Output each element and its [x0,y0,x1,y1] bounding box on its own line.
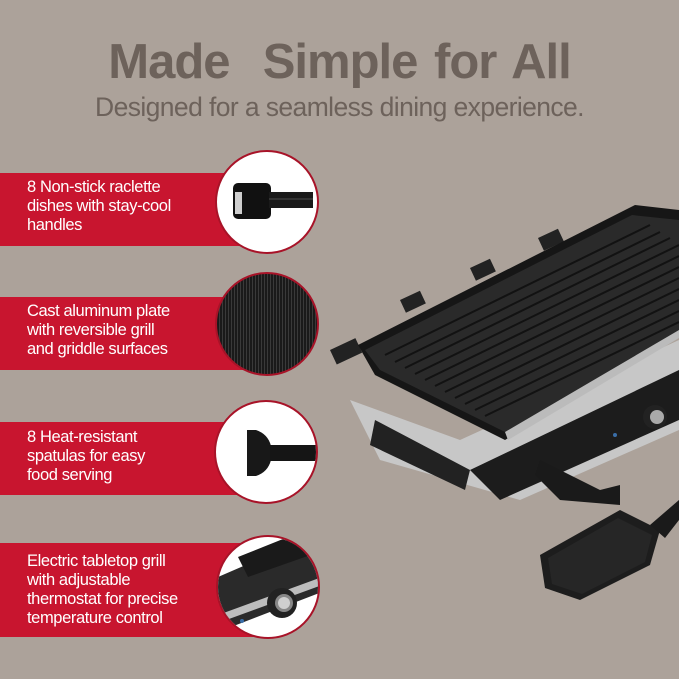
feature-line: Cast aluminum plate [27,302,170,320]
feature-line: Electric tabletop grill [27,552,166,570]
feature-text-2: Cast aluminum plate with reversible gril… [27,302,170,359]
feature-line: with adjustable [27,571,131,589]
feature-line: thermostat for precise [27,590,178,608]
feature-text-4: Electric tabletop grill with adjustable … [27,552,178,628]
feature-line: dishes with stay-cool [27,197,171,215]
raclette-grill-product-image [330,205,679,600]
spatula-icon [214,400,318,504]
feature-line: spatulas for easy [27,447,145,465]
raclette-dish-icon [215,150,319,254]
grill-plate-texture-icon [215,272,319,376]
feature-line: and griddle surfaces [27,340,168,358]
feature-line: with reversible grill [27,321,155,339]
page-title: Made Simple for All [108,35,571,89]
feature-text-3: 8 Heat-resistant spatulas for easy food … [27,428,145,485]
page-subtitle: Designed for a seamless dining experienc… [95,92,585,122]
feature-line: 8 Heat-resistant [27,428,138,446]
feature-line: handles [27,216,82,234]
feature-line: food serving [27,466,113,484]
thermostat-knob-icon [216,535,320,639]
feature-line: temperature control [27,609,163,627]
feature-line: 8 Non-stick raclette [27,178,161,196]
feature-text-1: 8 Non-stick raclette dishes with stay-co… [27,178,171,235]
